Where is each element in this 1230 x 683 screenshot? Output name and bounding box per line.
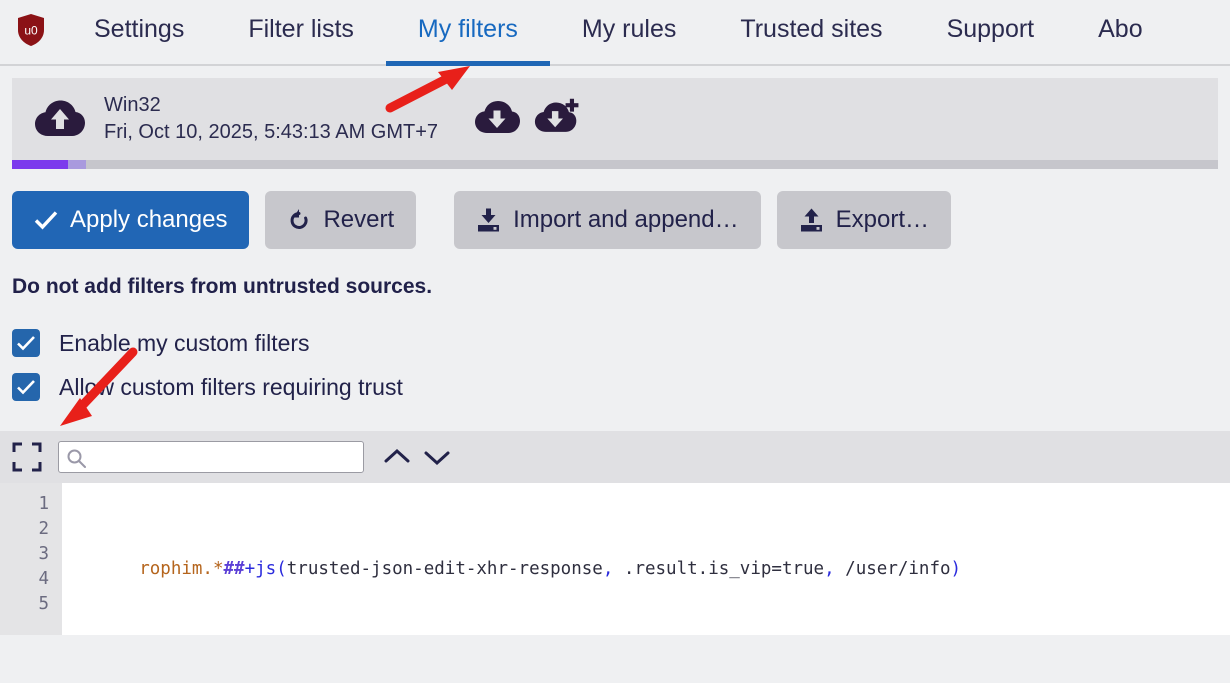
- import-and-append-label: Import and append…: [513, 206, 739, 233]
- tab-my-rules[interactable]: My rules: [550, 0, 708, 64]
- search-icon: [67, 449, 86, 468]
- cloud-sync-panel: Win32 Fri, Oct 10, 2025, 5:43:13 AM GMT+…: [12, 78, 1218, 169]
- checkmark-icon: [34, 210, 58, 230]
- option-label: Enable my custom filters: [59, 329, 310, 356]
- cloud-sync-status: Win32 Fri, Oct 10, 2025, 5:43:13 AM GMT+…: [34, 92, 438, 146]
- option-enable-my-custom-filters[interactable]: Enable my custom filters: [12, 321, 1218, 365]
- svg-text:u0: u0: [24, 24, 38, 38]
- line-number: 1: [38, 494, 49, 514]
- export-button[interactable]: Export…: [776, 191, 951, 249]
- filter-scriptlet: trusted-json-edit-xhr-response: [286, 559, 603, 579]
- apply-changes-button[interactable]: Apply changes: [12, 191, 250, 249]
- sync-progress-fill-secondary: [68, 160, 86, 169]
- line-number: 3: [38, 544, 49, 564]
- untrusted-sources-warning: Do not add filters from untrusted source…: [12, 275, 433, 298]
- cloud-action-buttons: [474, 97, 580, 141]
- checkmark-icon: [17, 380, 35, 395]
- code-line: rophim.*##+js(trusted-json-edit-xhr-resp…: [76, 532, 1230, 607]
- tab-my-filters[interactable]: My filters: [385, 0, 550, 66]
- option-allow-custom-filters-requiring-trust[interactable]: Allow custom filters requiring trust: [12, 365, 1218, 409]
- filter-path: /user/info: [834, 559, 951, 579]
- ublock-shield-logo-icon: u0: [18, 14, 44, 46]
- option-label: Allow custom filters requiring trust: [59, 373, 403, 400]
- cloud-download-icon[interactable]: [474, 97, 521, 141]
- tab-label: Support: [946, 14, 1035, 43]
- editor-search-box[interactable]: [58, 441, 364, 473]
- checkmark-icon: [17, 336, 35, 351]
- tab-about[interactable]: Abo: [1066, 0, 1174, 64]
- checkbox-allow-custom-filters-requiring-trust[interactable]: [12, 373, 40, 401]
- line-number-gutter: 1 2 3 4 5: [0, 483, 62, 635]
- tab-label: Settings: [94, 14, 185, 43]
- cloud-device-name: Win32: [104, 94, 161, 116]
- search-navigation: [380, 442, 454, 472]
- cloud-upload-icon[interactable]: [34, 98, 86, 140]
- import-download-icon: [476, 208, 501, 233]
- apply-changes-label: Apply changes: [70, 206, 228, 233]
- tab-support[interactable]: Support: [915, 0, 1067, 64]
- tab-label: Abo: [1098, 14, 1143, 43]
- cloud-timestamp: Fri, Oct 10, 2025, 5:43:13 AM GMT+7: [104, 121, 439, 143]
- tab-trusted-sites[interactable]: Trusted sites: [708, 0, 914, 64]
- code-content[interactable]: rophim.*##+js(trusted-json-edit-xhr-resp…: [62, 483, 1230, 635]
- import-and-append-button[interactable]: Import and append…: [454, 191, 761, 249]
- line-number: 2: [38, 519, 49, 539]
- tab-label: My rules: [581, 14, 677, 43]
- checkbox-enable-my-custom-filters[interactable]: [12, 329, 40, 357]
- main-tab-bar: u0 Settings Filter lists My filters My r…: [0, 0, 1230, 66]
- editor-search-input[interactable]: [59, 442, 363, 472]
- revert-arrow-icon: [287, 208, 311, 232]
- tab-label: Filter lists: [248, 14, 354, 43]
- filter-action-toolbar: Apply changes Revert Import and append…: [12, 191, 1218, 249]
- filter-options-group: Enable my custom filters Allow custom fi…: [12, 321, 1218, 409]
- tab-settings[interactable]: Settings: [62, 0, 216, 64]
- chevron-up-icon[interactable]: [380, 442, 414, 472]
- filter-close-paren: ): [950, 559, 962, 579]
- filter-separator: ##: [223, 559, 245, 579]
- my-filters-code-editor[interactable]: 1 2 3 4 5 rophim.*##+js(trusted-json-edi…: [0, 483, 1230, 635]
- editor-toolbar: [0, 431, 1230, 483]
- revert-label: Revert: [323, 206, 395, 233]
- tab-filter-lists[interactable]: Filter lists: [216, 0, 386, 64]
- filter-js-token: +js(: [244, 559, 287, 579]
- filter-domain: rophim.*: [139, 559, 224, 579]
- sync-progress-bar: [12, 160, 1218, 169]
- cloud-download-plus-icon[interactable]: [534, 97, 580, 141]
- tab-label: Trusted sites: [740, 14, 883, 43]
- revert-button[interactable]: Revert: [265, 191, 417, 249]
- filter-comma: ,: [824, 559, 835, 579]
- export-upload-icon: [799, 208, 824, 233]
- line-number: 4: [38, 569, 49, 589]
- filter-argument: .result.is_vip=true: [613, 559, 825, 579]
- app-logo: u0: [0, 0, 62, 64]
- export-label: Export…: [835, 206, 929, 233]
- line-number: 5: [38, 594, 49, 614]
- chevron-down-icon[interactable]: [420, 442, 454, 472]
- sync-progress-fill: [12, 160, 68, 169]
- filter-comma: ,: [602, 559, 614, 579]
- tab-label: My filters: [417, 14, 518, 43]
- expand-fullscreen-icon[interactable]: [12, 442, 42, 472]
